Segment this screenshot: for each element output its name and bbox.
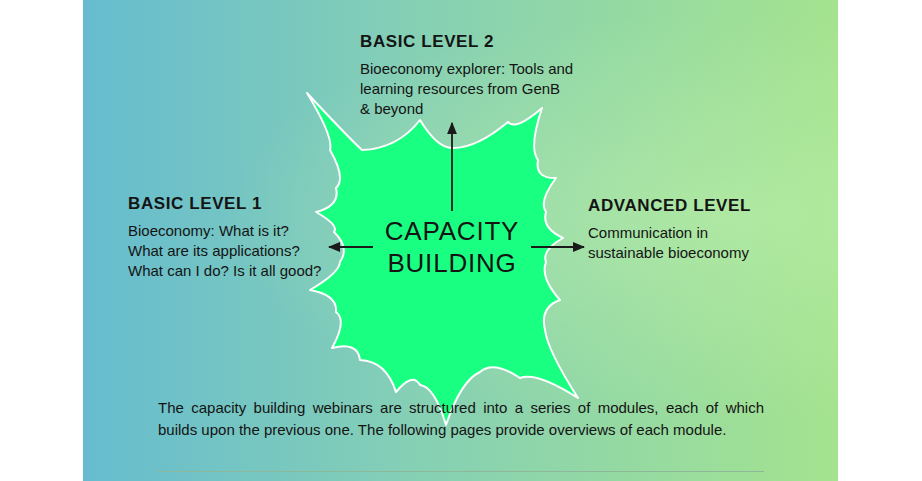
level-description: Communication in sustainable bioeconomy (588, 223, 770, 263)
divider-line (158, 471, 764, 472)
arrow-connector (329, 246, 373, 248)
splat-shape (307, 93, 578, 425)
level-heading: BASIC LEVEL 1 (128, 193, 325, 215)
level-description: Bioeconomy explorer: Tools and learning … (360, 59, 574, 119)
arrow-connector (451, 123, 453, 211)
splat-node: CAPACITY BUILDING (377, 215, 527, 279)
center-title: CAPACITY BUILDING (377, 215, 527, 279)
level-node: BASIC LEVEL 1 Bioeconomy: What is it? Wha… (128, 193, 325, 281)
level-node: ADVANCED LEVEL Communication in sustainab… (588, 195, 770, 263)
level-heading: ADVANCED LEVEL (588, 195, 770, 217)
note-text: The capacity building webinars are struc… (158, 397, 764, 441)
level-description: Bioeconomy: What is it? What are its app… (128, 221, 325, 281)
level-node: BASIC LEVEL 2 Bioeconomy explorer: Tools … (360, 31, 574, 119)
arrow-connector (531, 246, 584, 248)
level-heading: BASIC LEVEL 2 (360, 31, 574, 53)
